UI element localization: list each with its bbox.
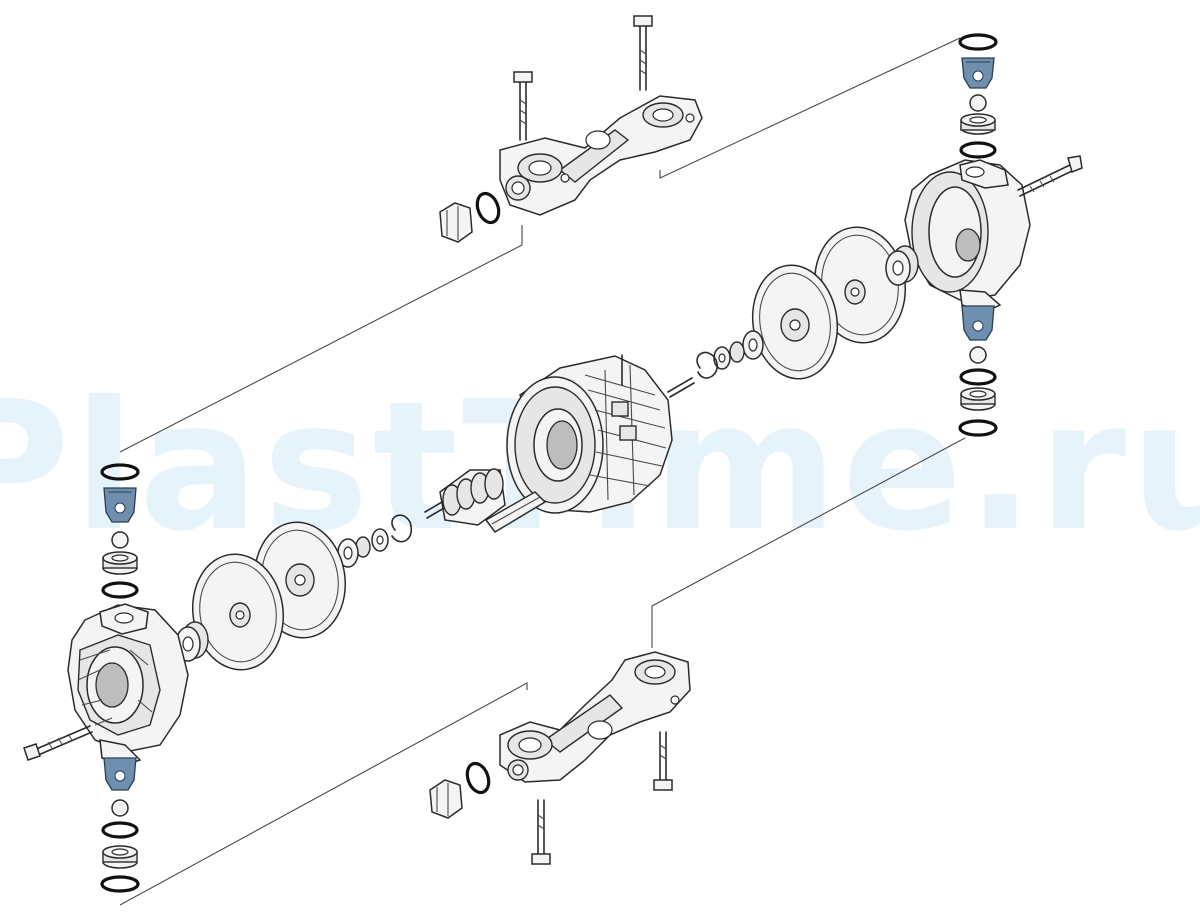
o-ring	[958, 33, 998, 51]
top-manifold-bolt-right	[633, 15, 653, 91]
left-diaphragm-outer	[191, 553, 285, 671]
o-ring	[959, 368, 997, 386]
o-ring	[100, 463, 140, 481]
ball-valve-cage-right-bottom	[961, 305, 995, 341]
valve-seat-left-top	[102, 551, 138, 575]
bottom-manifold	[499, 651, 691, 783]
o-ring	[101, 821, 139, 839]
valve-seat-right-top	[960, 113, 996, 135]
ball-valve-cage-left-bottom	[103, 757, 137, 791]
ball-valve-cage-left-top	[103, 487, 137, 523]
top-manifold-plug	[439, 202, 473, 243]
right-lower-check-valve-stack	[958, 305, 998, 437]
left-lower-check-valve-stack	[100, 757, 140, 893]
top-manifold-bolt-left	[513, 71, 533, 141]
left-fluid-cap	[23, 603, 189, 766]
bottom-manifold-plug	[429, 779, 463, 819]
right-fluid-cap	[904, 155, 1083, 313]
right-upper-check-valve-stack	[958, 33, 998, 159]
valve-seat-left-bottom	[102, 845, 138, 869]
bottom-manifold-o-ring	[465, 761, 491, 795]
ball-valve-cage-right-top	[961, 57, 995, 89]
o-ring	[959, 141, 997, 159]
center-air-valve-body	[506, 354, 673, 514]
bottom-manifold-bolt-left	[531, 799, 551, 865]
o-ring	[101, 581, 139, 599]
o-ring	[100, 875, 140, 893]
valve-seat-right-bottom	[960, 387, 996, 411]
left-shaft-small-parts	[337, 514, 413, 568]
o-ring	[958, 419, 998, 437]
right-outer-plate	[885, 245, 919, 286]
left-upper-check-valve-stack	[100, 463, 140, 599]
assembly-guide-lines	[119, 37, 966, 906]
spool-assembly	[424, 468, 547, 533]
top-manifold-o-ring	[475, 191, 501, 225]
right-diaphragm-inner	[751, 264, 839, 380]
bottom-manifold-bolt-right	[653, 731, 673, 791]
right-shaft-small-parts	[667, 330, 764, 398]
top-manifold	[499, 15, 703, 216]
